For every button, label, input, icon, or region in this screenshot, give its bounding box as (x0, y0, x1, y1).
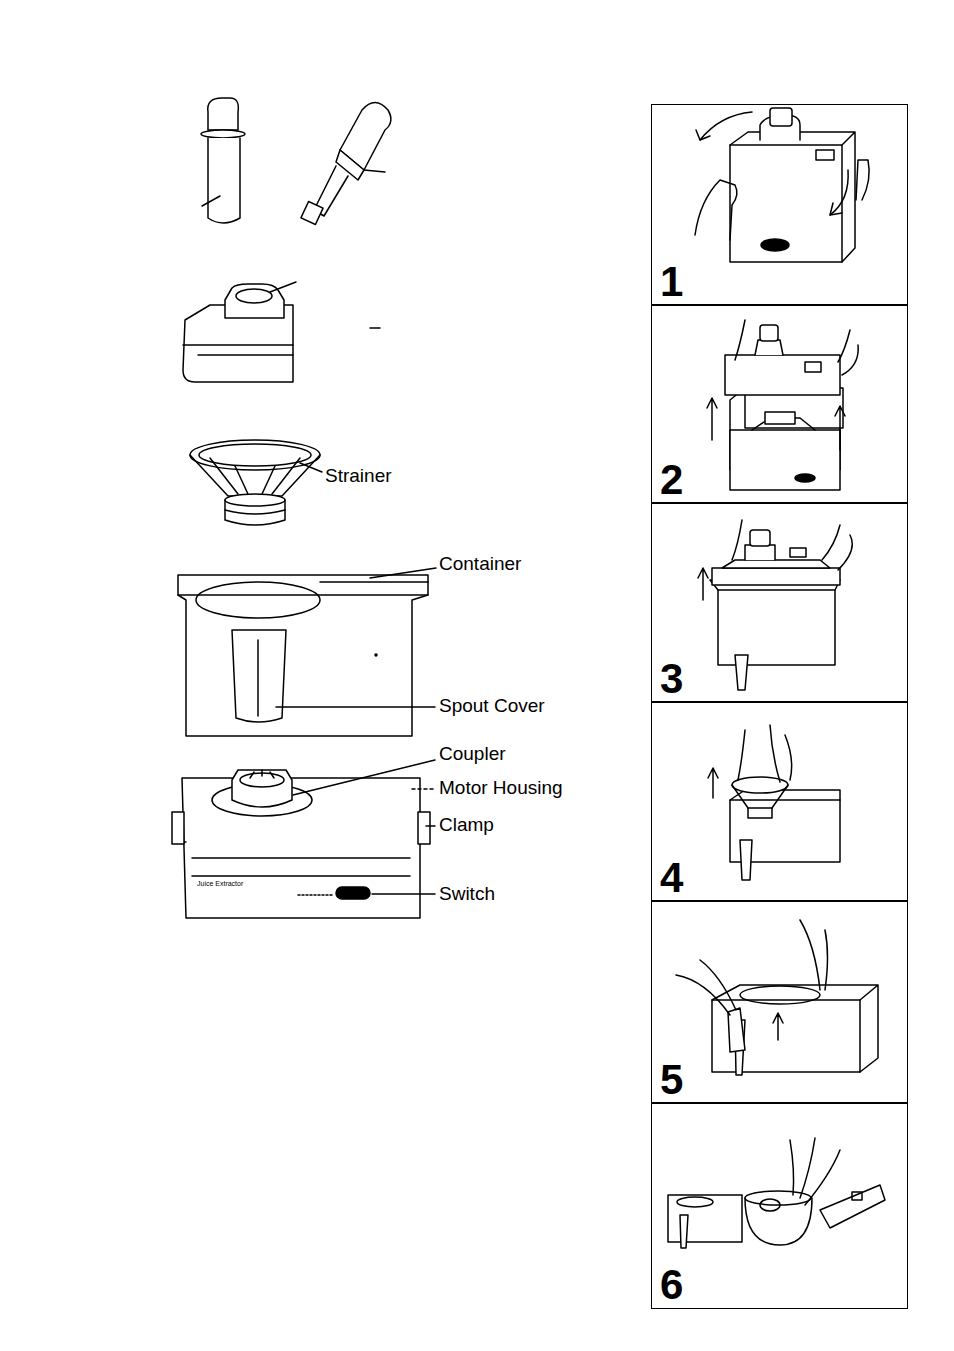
pusher (201, 98, 245, 223)
part-label: Spout Cover (439, 696, 545, 717)
step-6-art (668, 1138, 885, 1248)
step-number: 6 (660, 1264, 683, 1306)
strainer (190, 440, 322, 525)
step-panel: 4 (651, 701, 908, 902)
part-label: Coupler (439, 744, 506, 765)
step-2-art (707, 320, 858, 490)
step-panel: 2 (651, 304, 908, 504)
part-label: Container (439, 554, 521, 575)
step-panel: 1 (651, 104, 908, 306)
container (178, 568, 436, 736)
step-number: 5 (660, 1059, 683, 1101)
brush (301, 103, 391, 225)
cover (183, 282, 380, 382)
step-number: 1 (660, 261, 683, 303)
step-1-art (695, 108, 869, 262)
motor-housing (172, 760, 435, 918)
step-number: 2 (660, 459, 683, 501)
product-name: Juice Extractor (197, 880, 243, 887)
step-4-art (708, 725, 840, 880)
part-label: Clamp (439, 815, 494, 836)
step-3-art (698, 520, 852, 690)
step-number: 4 (660, 857, 683, 899)
step-panel: 6 (651, 1102, 908, 1309)
step-number: 3 (660, 658, 683, 700)
part-label: Motor Housing (439, 778, 563, 799)
step-panel: 5 (651, 900, 908, 1104)
step-5-art (676, 920, 878, 1075)
part-label: Switch (439, 884, 495, 905)
step-panel: 3 (651, 502, 908, 703)
part-label: Strainer (325, 466, 392, 487)
